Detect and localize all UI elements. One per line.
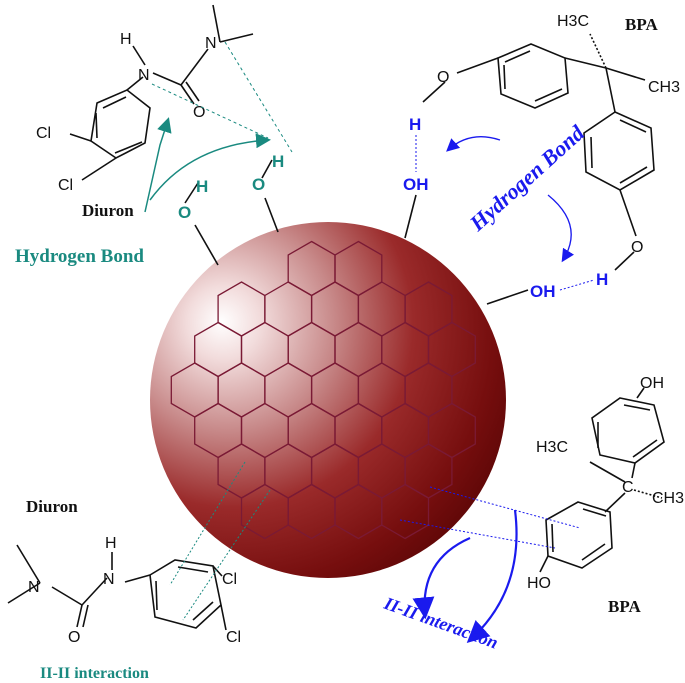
diuron-top-molecule: H N N O Cl Cl Diuron (36, 4, 254, 220)
diuron-bottom-o: O (68, 629, 80, 646)
oh-left-h: H (196, 177, 208, 196)
oh-right-oh: OH (530, 282, 556, 301)
oh-top-h: H (409, 115, 421, 134)
bpa-bottom-c: C (622, 479, 634, 496)
bpa-top-o1: O (437, 69, 449, 86)
oh-mid-o: O (252, 175, 265, 194)
diuron-top-n1: N (138, 67, 150, 84)
bpa-bottom-molecule: OH H3C C CH3 HO BPA (527, 375, 684, 616)
diuron-bottom-cl1: Cl (222, 571, 237, 588)
bpa-bottom-label: BPA (608, 597, 641, 616)
pipi-right-label: II-II interaction (381, 593, 501, 653)
graphene-lattice (170, 240, 476, 540)
oh-left-o: O (178, 203, 191, 222)
pipi-left-label: II-II interaction (40, 665, 149, 682)
bpa-top-ch3: CH3 (648, 79, 680, 96)
diuron-top-h: H (120, 31, 132, 48)
diuron-bottom-cl2: Cl (226, 629, 241, 646)
diuron-bottom-molecule: Diuron H N N O Cl Cl (7, 497, 241, 646)
hbond-left-label: Hydrogen Bond (15, 246, 144, 267)
oh-top-oh: OH (403, 175, 429, 194)
diuron-bottom-n1: N (103, 571, 115, 588)
sphere-linkers (194, 194, 529, 305)
diuron-top-label: Diuron (82, 201, 134, 220)
diuron-bottom-h: H (105, 535, 117, 552)
graphene-sphere (150, 222, 506, 578)
bpa-bottom-oh: OH (640, 375, 664, 392)
diuron-bottom-n2: N (28, 579, 40, 596)
graphene-hexagon (381, 483, 430, 540)
bpa-top-o2: O (631, 239, 643, 256)
bpa-bottom-ch3: CH3 (652, 490, 684, 507)
bpa-top-molecule: O H3C CH3 O BPA (422, 13, 680, 271)
diuron-top-cl2: Cl (58, 177, 73, 194)
diuron-top-cl1: Cl (36, 125, 51, 142)
pipi-left: II-II interaction (40, 461, 271, 682)
oh-right-h: H (596, 270, 608, 289)
oh-mid-h: H (272, 152, 284, 171)
bpa-top-h3c: H3C (557, 13, 589, 30)
diuron-top-n2: N (205, 35, 217, 52)
diuron-top-o: O (193, 104, 205, 121)
diuron-bottom-label: Diuron (26, 497, 78, 516)
bpa-bottom-ho: HO (527, 575, 551, 592)
bpa-top-label: BPA (625, 15, 658, 34)
bpa-bottom-h3c: H3C (536, 439, 568, 456)
teal-oh-groups: O H O H Hydrogen Bond (15, 41, 293, 267)
